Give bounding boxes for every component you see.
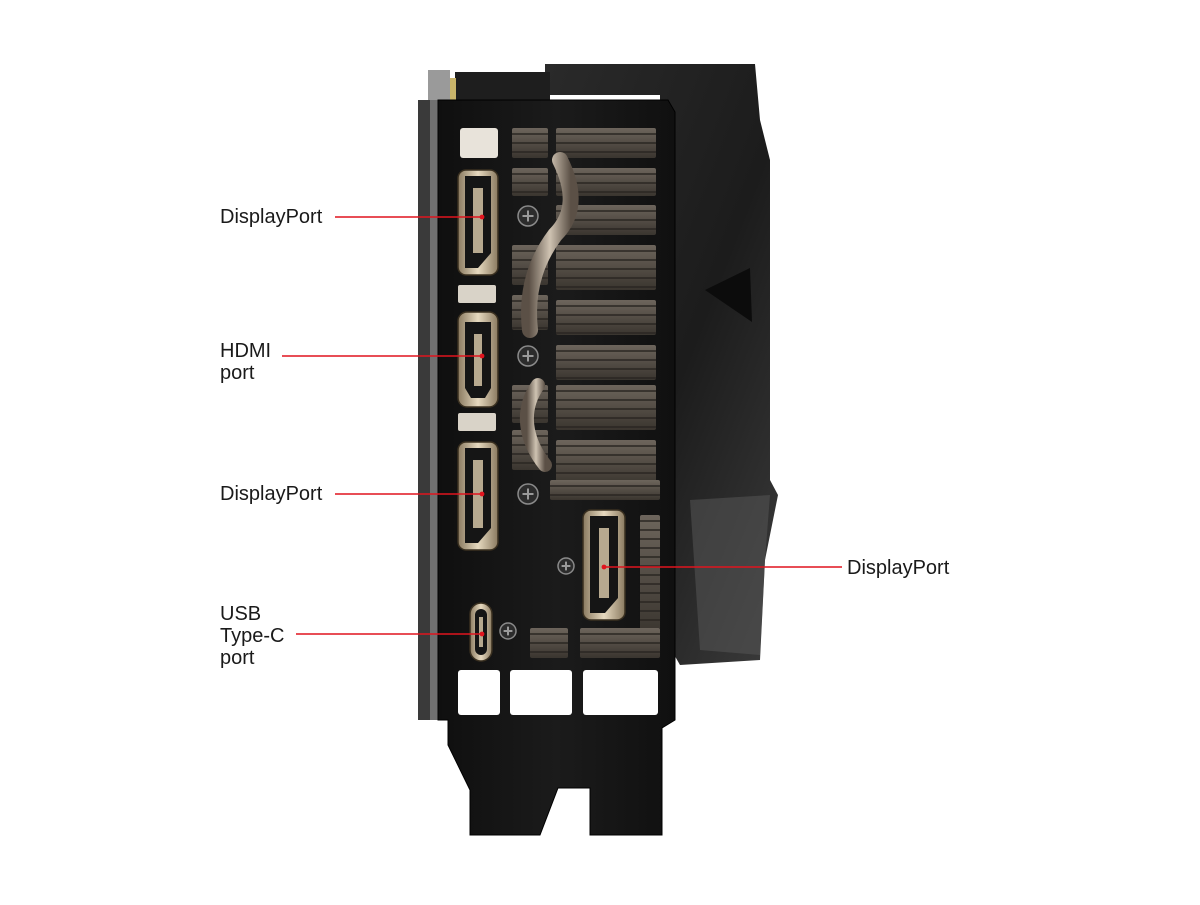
bracket-screws <box>499 205 575 640</box>
bracket-bottom-cutout <box>583 670 658 715</box>
screw-slot <box>522 210 534 222</box>
fin-slot <box>512 168 548 196</box>
leader-dot <box>479 214 485 220</box>
screw-slot <box>522 350 534 362</box>
pcb-top-edge <box>455 72 550 100</box>
shroud-highlight <box>690 495 770 655</box>
screw-slot <box>503 626 513 636</box>
bracket-rail-edge <box>430 100 438 720</box>
displayport-connector <box>457 441 499 551</box>
bracket-bottom-cutout <box>510 670 572 715</box>
hdmi-connector <box>457 311 499 408</box>
label-hdmi-port: HDMI port <box>220 340 272 384</box>
callout-leaders <box>282 214 842 637</box>
heat-pipe <box>519 378 552 472</box>
label-displayport-right: DisplayPort <box>847 557 950 579</box>
bracket-cutout <box>460 128 498 158</box>
port-tongue <box>473 188 483 253</box>
label-usb-type-c-port: USB Type-C port <box>220 603 285 669</box>
bracket-cutout <box>458 413 496 431</box>
leader-dot <box>479 631 485 637</box>
displayport-connector <box>457 169 499 276</box>
heat-pipe <box>521 152 579 338</box>
fin-slot <box>556 300 656 335</box>
screw-slot <box>522 488 534 500</box>
leader-dot <box>479 353 485 359</box>
bracket-tab <box>428 70 450 100</box>
gold-contact <box>448 78 456 100</box>
screw-slot <box>561 561 571 571</box>
bracket-vents <box>512 128 660 658</box>
bracket-bottom-cutout <box>458 670 500 715</box>
port-tongue <box>599 528 609 598</box>
fin-slot <box>556 345 656 380</box>
leader-dot <box>479 491 485 497</box>
bracket-cutout <box>458 285 496 303</box>
shroud-vent <box>705 268 752 322</box>
port-tongue <box>474 334 482 386</box>
fin-slot <box>550 480 660 500</box>
leader-dot <box>601 564 607 570</box>
fin-slot <box>556 168 656 196</box>
label-displayport-top: DisplayPort <box>220 206 323 228</box>
label-displayport-middle: DisplayPort <box>220 483 323 505</box>
